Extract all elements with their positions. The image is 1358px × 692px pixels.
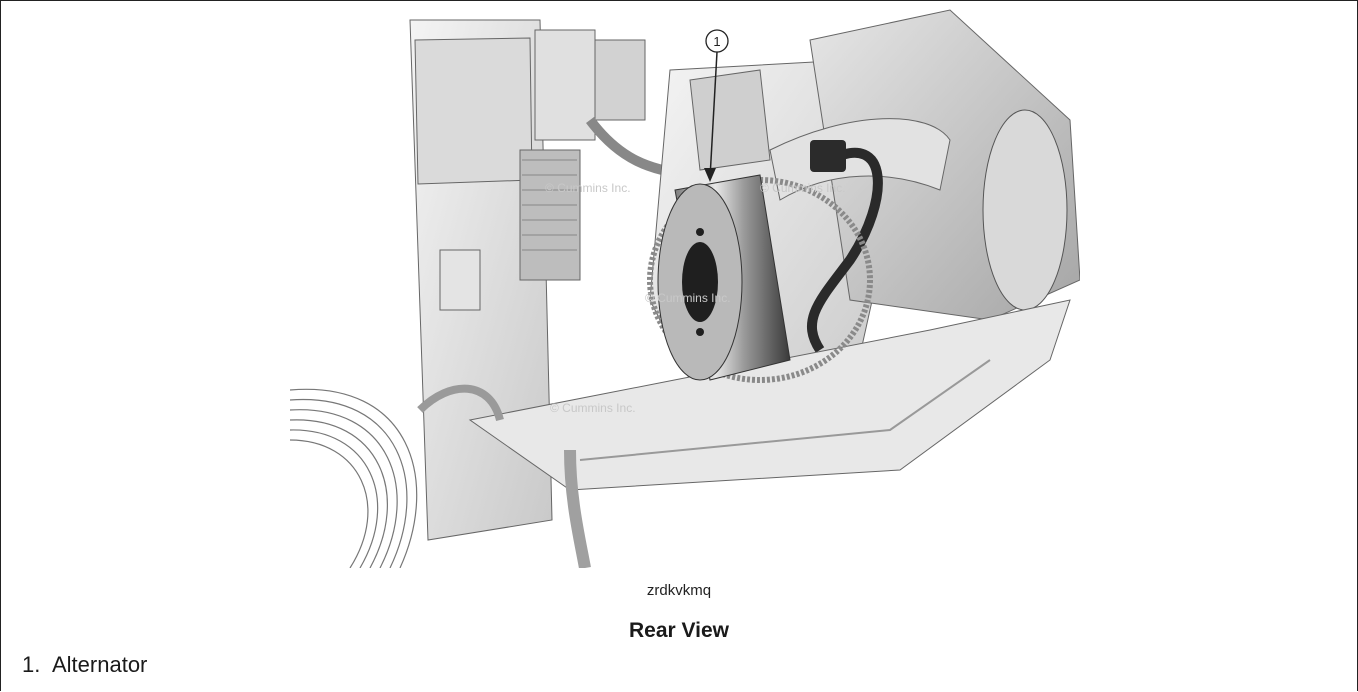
rear-view-illustration: © Cummins Inc. © Cummins Inc. © Cummins … (290, 0, 1080, 568)
drain-hose (564, 449, 591, 568)
watermark: © Cummins Inc. (545, 181, 631, 195)
callout-leader (709, 51, 718, 179)
callout-number: 1 (713, 34, 720, 49)
sensor-connector (810, 140, 846, 172)
exhaust-muffler (769, 9, 1080, 321)
callout-1: 1 (704, 29, 729, 182)
control-box (409, 19, 581, 541)
legend-list: 1. Alternator (22, 652, 147, 678)
watermark: © Cummins Inc. (550, 401, 636, 415)
legend-number: 1. (22, 652, 41, 677)
fuel-valves (534, 29, 691, 180)
alternator-rotor (647, 174, 873, 383)
watermark: © Cummins Inc. (760, 181, 846, 195)
callout-arrowhead (704, 168, 716, 182)
sensor-cable (806, 148, 883, 353)
legend-item: 1. Alternator (22, 652, 147, 678)
figure-id: zrdkvkmq (646, 582, 712, 599)
watermark: © Cummins Inc. (645, 291, 731, 305)
figure-title: Rear View (628, 619, 729, 642)
fuel-hose (417, 384, 504, 422)
legend-label: Alternator (52, 652, 148, 677)
cable-coil (290, 388, 418, 568)
